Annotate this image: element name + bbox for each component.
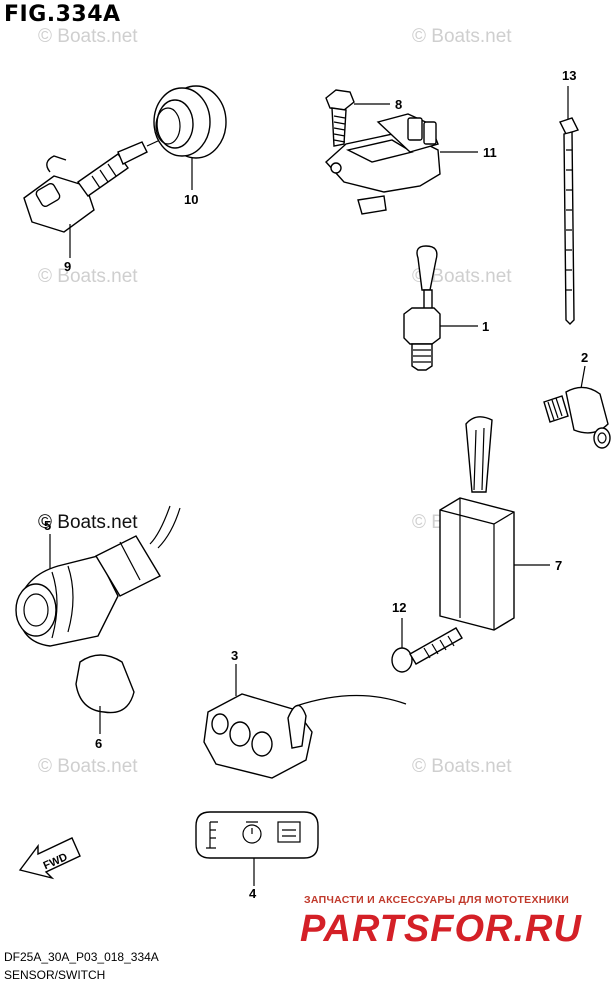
callout-8[interactable]: 8 <box>395 97 403 112</box>
watermark: © Boats.net <box>38 266 138 287</box>
watermark: © Boats.net <box>38 512 138 533</box>
part-4-label[interactable] <box>195 811 319 886</box>
part-13-cable-tie[interactable] <box>559 86 579 325</box>
brand-logo: PARTSFOR.RU <box>300 908 582 950</box>
callout-4[interactable]: 4 <box>249 886 257 901</box>
callout-9[interactable]: 9 <box>64 259 72 274</box>
part-11-sensor[interactable] <box>325 113 478 215</box>
watermark: © Boats.net <box>412 26 512 47</box>
callout-12[interactable]: 12 <box>392 600 407 615</box>
part-9-connector[interactable] <box>23 139 161 258</box>
callout-11[interactable]: 11 <box>483 145 497 160</box>
figure-subtitle: SENSOR/SWITCH <box>4 968 106 982</box>
part-8-bolt[interactable] <box>325 89 390 147</box>
callout-1[interactable]: 1 <box>482 319 490 334</box>
callout-6[interactable]: 6 <box>95 736 103 751</box>
callout-3[interactable]: 3 <box>231 648 239 663</box>
part-6-cap[interactable] <box>75 654 135 734</box>
watermark: © Boats.net <box>38 756 138 777</box>
part-5-sensor[interactable] <box>15 505 181 647</box>
callout-7[interactable]: 7 <box>555 558 563 573</box>
callout-2[interactable]: 2 <box>581 350 589 365</box>
part-2-sensor[interactable] <box>543 365 611 449</box>
figure-code: DF25A_30A_P03_018_334A <box>4 950 159 964</box>
promo-text: ЗАПЧАСТИ И АКСЕССУАРЫ ДЛЯ МОТОТЕХНИКИ <box>304 894 570 906</box>
part-12-bolt[interactable] <box>391 618 463 673</box>
part-10-grommet[interactable] <box>153 85 227 190</box>
watermark: © Boats.net <box>412 756 512 777</box>
watermark: © Boats.net <box>38 26 138 47</box>
fwd-arrow-icon: FWD <box>18 837 81 880</box>
callout-13[interactable]: 13 <box>562 68 577 83</box>
watermark: © Boats.net <box>412 266 512 287</box>
callout-5[interactable]: 5 <box>44 518 52 533</box>
part-1-sensor[interactable] <box>403 245 478 371</box>
figure-title: FIG.334A <box>4 2 121 27</box>
part-3-switch-panel[interactable] <box>203 664 407 779</box>
part-7-switch[interactable] <box>439 416 550 631</box>
callout-10[interactable]: 10 <box>184 192 199 207</box>
